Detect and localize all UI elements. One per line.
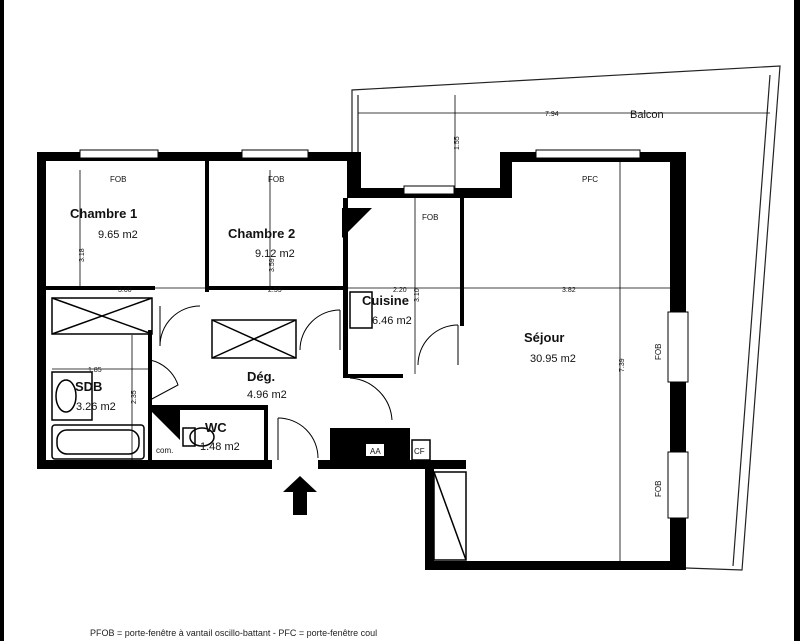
dim-255: 2.55 — [268, 287, 282, 294]
doors — [149, 305, 459, 460]
room-label-balcon: Balcon — [630, 109, 664, 121]
dim-155: 1.55 — [454, 136, 461, 150]
dimension-lines — [46, 95, 770, 561]
dim-359: 3.59 — [269, 258, 276, 272]
fixtures — [51, 291, 431, 463]
legend-footnote: PFOB = porte-fenêtre à vantail oscillo-b… — [90, 628, 378, 638]
dim-235: 2.35 — [131, 390, 138, 404]
room-label-deg: Dég. — [247, 369, 275, 384]
dim-185: 1.85 — [88, 367, 102, 374]
entrance-arrow-icon — [283, 476, 317, 515]
tag-aa: AA — [370, 447, 381, 456]
closets — [51, 297, 467, 561]
window-label-fob: FOB — [654, 481, 663, 497]
scan-edge-right — [794, 0, 800, 641]
dim-310: 3.10 — [414, 288, 421, 302]
dim-220: 2.20 — [393, 287, 407, 294]
scan-edge-left — [0, 0, 4, 641]
room-label-chambre2: Chambre 2 — [228, 226, 295, 241]
room-area-chambre2: 9.12 m2 — [255, 248, 295, 260]
window-label-fob: FOB — [422, 213, 438, 222]
room-label-sejour: Séjour — [524, 330, 564, 345]
room-label-sdb: SDB — [75, 379, 102, 394]
window-label-pfc: PFC — [582, 175, 598, 184]
dimension-labels: 3.00 2.55 2.20 3.82 3.18 3.59 3.10 7.39 … — [79, 111, 626, 404]
room-area-sejour: 30.95 m2 — [530, 353, 576, 365]
room-area-chambre1: 9.65 m2 — [98, 229, 138, 241]
room-area-cuisine: 6.46 m2 — [372, 315, 412, 327]
room-label-cuisine: Cuisine — [362, 293, 409, 308]
room-label-wc: WC — [205, 420, 227, 435]
room-label-chambre1: Chambre 1 — [70, 206, 137, 221]
dim-794: 7.94 — [545, 111, 559, 118]
dim-739: 7.39 — [619, 358, 626, 372]
window-label-fob: FOB — [268, 175, 284, 184]
dim-300: 3.00 — [118, 287, 132, 294]
balcony-outline — [351, 65, 781, 571]
tag-com: com. — [156, 446, 173, 455]
dim-318: 3.18 — [79, 248, 86, 262]
room-area-wc: 1.48 m2 — [200, 441, 240, 453]
room-area-deg: 4.96 m2 — [247, 389, 287, 401]
windows — [79, 149, 689, 561]
window-label-fob: FOB — [654, 344, 663, 360]
dim-382: 3.82 — [562, 287, 576, 294]
window-label-fob: FOB — [110, 175, 126, 184]
room-area-sdb: 3.26 m2 — [76, 401, 116, 413]
tag-cf: CF — [414, 447, 425, 456]
